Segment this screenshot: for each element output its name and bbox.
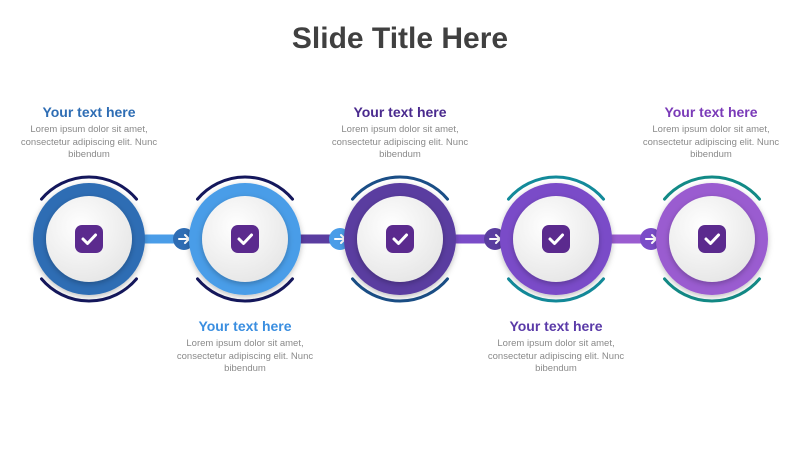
step-1-text: Your text here Lorem ipsum dolor sit ame… bbox=[14, 103, 164, 162]
check-badge bbox=[542, 225, 570, 253]
step-2-node bbox=[189, 175, 301, 303]
check-badge bbox=[75, 225, 103, 253]
step-1-heading: Your text here bbox=[42, 104, 136, 120]
step-2-heading: Your text here bbox=[198, 318, 292, 334]
check-icon bbox=[81, 233, 97, 245]
top-arc bbox=[663, 175, 761, 201]
check-icon bbox=[237, 233, 253, 245]
step-5-body: Lorem ipsum dolor sit amet, consectetur … bbox=[642, 124, 780, 160]
connector-4 bbox=[606, 228, 662, 250]
top-arc bbox=[40, 175, 138, 201]
top-arc bbox=[196, 175, 294, 201]
check-badge bbox=[698, 225, 726, 253]
step-2-body: Lorem ipsum dolor sit amet, consectetur … bbox=[176, 338, 314, 374]
step-2-text: Your text here Lorem ipsum dolor sit ame… bbox=[170, 317, 320, 376]
check-badge bbox=[386, 225, 414, 253]
step-4-node bbox=[500, 175, 612, 303]
top-arc bbox=[507, 175, 605, 201]
step-5-text: Your text here Lorem ipsum dolor sit ame… bbox=[636, 103, 786, 162]
connector-bar bbox=[295, 234, 350, 244]
connector-1 bbox=[139, 228, 195, 250]
step-4-body: Lorem ipsum dolor sit amet, consectetur … bbox=[487, 338, 625, 374]
check-icon bbox=[704, 233, 720, 245]
connector-3 bbox=[450, 228, 506, 250]
step-1-node bbox=[33, 175, 145, 303]
bottom-arc bbox=[40, 277, 138, 303]
check-badge bbox=[231, 225, 259, 253]
bottom-arc bbox=[507, 277, 605, 303]
step-5-node bbox=[656, 175, 768, 303]
slide-title: Slide Title Here bbox=[291, 22, 509, 55]
step-4-text: Your text here Lorem ipsum dolor sit ame… bbox=[481, 317, 631, 376]
step-4-heading: Your text here bbox=[509, 318, 603, 334]
step-3-text: Your text here Lorem ipsum dolor sit ame… bbox=[325, 103, 475, 162]
step-1-body: Lorem ipsum dolor sit amet, consectetur … bbox=[20, 124, 158, 160]
step-5-heading: Your text here bbox=[664, 104, 758, 120]
bottom-arc bbox=[663, 277, 761, 303]
connector-bar bbox=[450, 234, 506, 244]
check-icon bbox=[392, 233, 408, 245]
connector-bar bbox=[606, 234, 662, 244]
step-3-body: Lorem ipsum dolor sit amet, consectetur … bbox=[331, 124, 469, 160]
step-3-heading: Your text here bbox=[353, 104, 447, 120]
top-arc bbox=[351, 175, 449, 201]
bottom-arc bbox=[196, 277, 294, 303]
bottom-arc bbox=[351, 277, 449, 303]
connector-2 bbox=[295, 228, 351, 250]
connector-bar bbox=[139, 234, 195, 244]
check-icon bbox=[548, 233, 564, 245]
step-3-node bbox=[344, 175, 456, 303]
